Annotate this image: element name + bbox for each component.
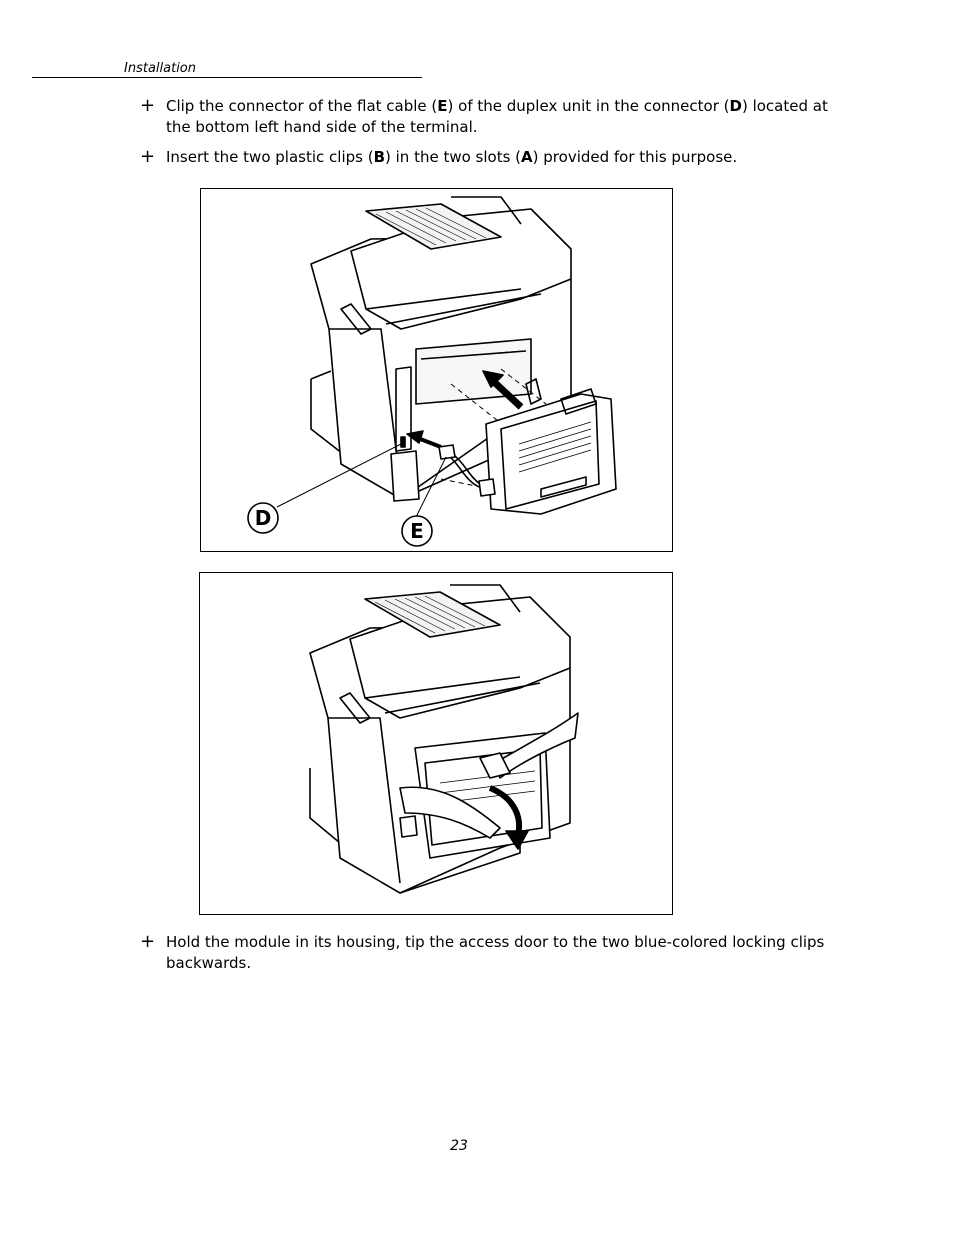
- printer-duplex-attach-drawing: D E: [247, 196, 617, 547]
- bullet-plus-icon: +: [140, 146, 156, 167]
- page-number: 23: [450, 1138, 468, 1154]
- bullet-plus-icon: +: [140, 95, 156, 116]
- callout-d-label: D: [255, 506, 272, 530]
- instruction-step-3: + Hold the module in its housing, tip th…: [140, 931, 830, 974]
- running-header: Installation: [124, 61, 197, 76]
- callout-e-label: E: [410, 519, 424, 543]
- instruction-step-1: + Clip the connector of the flat cable (…: [140, 95, 830, 138]
- header-rule: [32, 77, 422, 78]
- callout-e-marker: E: [401, 515, 433, 547]
- step-2-text: Insert the two plastic clips (B) in the …: [166, 148, 738, 166]
- step-1-text: Clip the connector of the flat cable (E)…: [166, 97, 828, 136]
- printer-access-door-drawing: [309, 584, 579, 894]
- instruction-step-2: + Insert the two plastic clips (B) in th…: [140, 146, 830, 168]
- bullet-plus-icon: +: [140, 931, 156, 952]
- figure-access-door-illustration: [199, 572, 673, 915]
- step-3-text: Hold the module in its housing, tip the …: [166, 933, 825, 972]
- callout-d-marker: D: [247, 502, 279, 534]
- figure-duplex-connector-illustration: D E: [200, 188, 673, 552]
